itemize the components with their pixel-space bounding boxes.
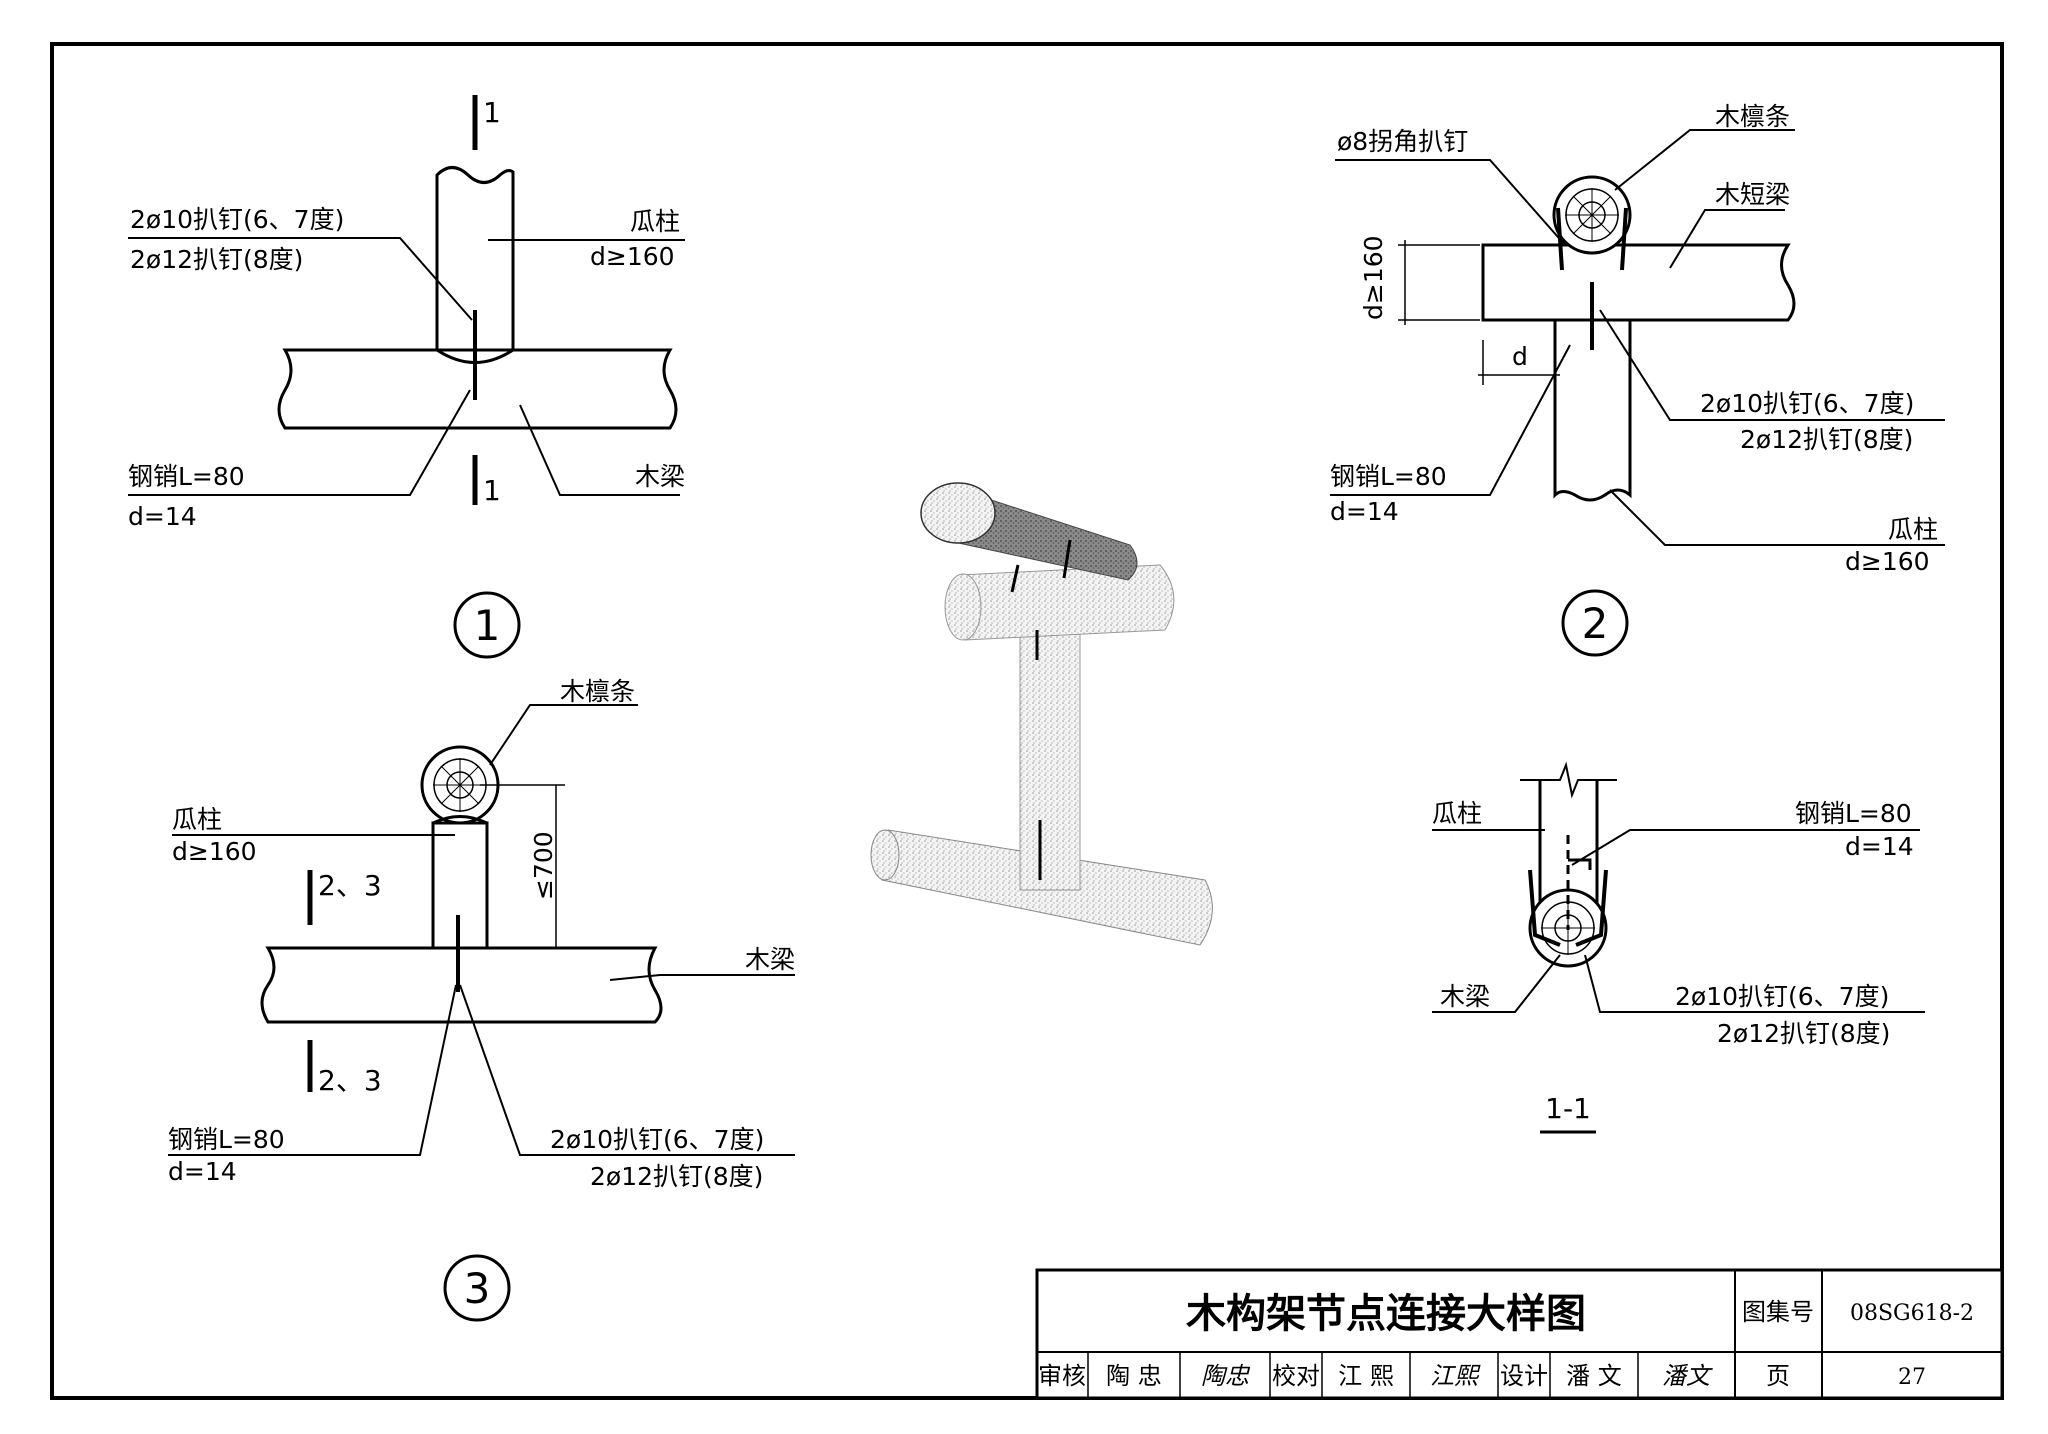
detail3-number-circle (443, 1254, 511, 1322)
design-label: 设计 (1500, 1362, 1548, 1390)
section11-pin-dim: d=14 (1845, 832, 1914, 861)
detail2-short-beam (1481, 243, 1796, 322)
detail3-section-mark-top: 2、3 (318, 869, 382, 902)
detail1-number: 1 (474, 601, 501, 650)
detail2-nail-label-2: 2ø12扒钉(8度) (1740, 425, 1913, 454)
detail1-pin-dim: d=14 (128, 502, 197, 531)
review-name: 陶 忠 (1106, 1362, 1162, 1390)
check-signature: 江熙 (1430, 1362, 1481, 1390)
detail3-section-mark-bottom: 2、3 (318, 1064, 382, 1097)
detail2-d-mark: d (1512, 342, 1528, 371)
detail2-short-beam-label: 木短梁 (1715, 180, 1790, 209)
detail1-section-mark-top: 1 (483, 96, 501, 129)
detail1-nail-label-2: 2ø12扒钉(8度) (130, 245, 303, 274)
section11-nail-label-2: 2ø12扒钉(8度) (1717, 1019, 1890, 1048)
section11-post-label: 瓜柱 (1432, 799, 1482, 828)
design-name: 潘 文 (1566, 1362, 1622, 1390)
detail1-section-mark-bottom: 1 (483, 474, 501, 507)
section11-beam-label: 木梁 (1440, 982, 1490, 1011)
design-signature: 潘文 (1662, 1362, 1713, 1390)
detail1-pin-label: 钢销L=80 (128, 462, 245, 491)
page-number: 27 (1898, 1365, 1926, 1390)
section-1-1: 瓜柱 钢销L=80 d=14 木梁 2ø10扒钉(6、7度) 2ø12扒钉(8度… (1432, 761, 1925, 1134)
check-name: 江 熙 (1338, 1362, 1394, 1390)
detail-3: ≤700 2、3 2、3 木檩条 瓜柱 d≥160 木梁 钢销L=80 d=14… (168, 677, 795, 1322)
detail3-post-label: 瓜柱 (172, 805, 222, 834)
detail2-corner-nail-label: ø8拐角扒钉 (1337, 127, 1468, 156)
sheet-border (50, 42, 2004, 1400)
detail3-purlin-label: 木檩条 (560, 677, 635, 706)
section11-nail-label-1: 2ø10扒钉(6、7度) (1675, 982, 1889, 1011)
detail3-nail-label-2: 2ø12扒钉(8度) (590, 1162, 763, 1191)
detail2-height-dim: d≥160 (1359, 235, 1388, 320)
detail1-beam-label: 木梁 (635, 462, 685, 491)
detail-2: d≥160 d ø8拐角扒钉 木檩条 木短梁 2ø10扒钉(6、7度) 2ø12… (1330, 102, 1945, 657)
atlas-no: 08SG618-2 (1850, 1301, 1974, 1326)
detail2-pin-dim: d=14 (1330, 497, 1399, 526)
review-label: 审核 (1038, 1362, 1086, 1390)
detail3-pin-dim: d=14 (168, 1157, 237, 1186)
detail3-number: 3 (464, 1264, 491, 1313)
section11-pin-label: 钢销L=80 (1795, 799, 1912, 828)
detail1-post-dim: d≥160 (590, 242, 675, 271)
detail2-post-dim: d≥160 (1845, 547, 1930, 576)
detail1-post-label: 瓜柱 (630, 207, 680, 236)
detail3-beam-label: 木梁 (745, 945, 795, 974)
detail2-number: 2 (1582, 599, 1609, 648)
check-label: 校对 (1272, 1362, 1320, 1390)
detail1-nail-label-1: 2ø10扒钉(6、7度) (130, 205, 344, 234)
detail1-beam (277, 348, 678, 430)
iso-post (1019, 624, 1081, 891)
review-signature: 陶忠 (1201, 1362, 1251, 1390)
detail2-nail-label-1: 2ø10扒钉(6、7度) (1700, 389, 1914, 418)
section11-title: 1-1 (1545, 1092, 1591, 1125)
atlas-no-label: 图集号 (1742, 1298, 1814, 1326)
detail3-nail-label-1: 2ø10扒钉(6、7度) (550, 1125, 764, 1154)
detail-1: 1 1 2ø10扒钉(6、7度) 2ø12扒钉(8度) 瓜柱 d≥160 钢销L… (128, 95, 685, 659)
detail2-purlin-label: 木檩条 (1715, 102, 1790, 131)
page-label: 页 (1766, 1362, 1790, 1390)
detail3-pin-label: 钢销L=80 (168, 1125, 285, 1154)
detail2-pin-label: 钢销L=80 (1330, 462, 1447, 491)
drawing-title: 木构架节点连接大样图 (1186, 1291, 1586, 1337)
detail3-height-dim: ≤700 (529, 831, 558, 900)
isometric-view (870, 482, 1213, 946)
detail2-number-circle (1561, 589, 1629, 657)
detail3-beam (260, 946, 663, 1024)
detail1-number-circle (453, 591, 521, 659)
title-block: 木构架节点连接大样图 图集号 08SG618-2 审核 陶 忠 陶忠 校对 江 … (1035, 1268, 2004, 1400)
detail2-post (1553, 318, 1632, 502)
detail3-post-dim: d≥160 (172, 837, 257, 866)
detail2-post-label: 瓜柱 (1888, 515, 1938, 544)
